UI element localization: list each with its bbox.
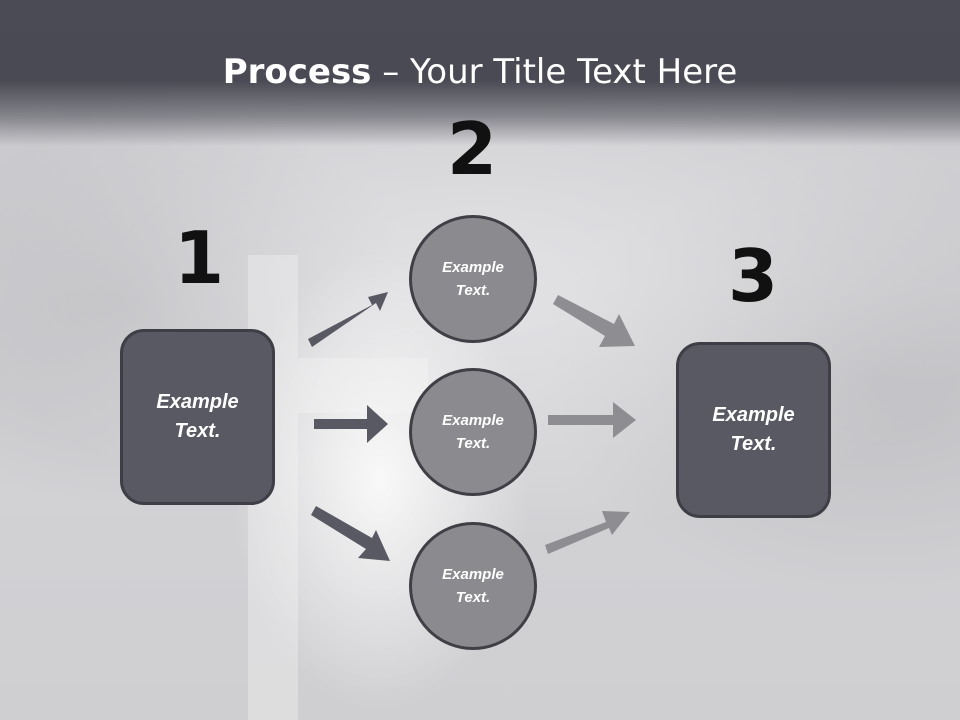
circle-bottom-label: Example Text. [442,566,504,606]
step-2-circle-bottom[interactable]: Example Text. [409,522,537,650]
title-rest: – Your Title Text Here [371,52,738,92]
step-3-box[interactable]: Example Text. [676,342,831,518]
title-bar [0,0,960,146]
arrow-middle-to-3 [548,402,636,438]
arrow-1-to-middle [314,405,388,443]
arrow-1-to-top [308,292,388,347]
step-1-box[interactable]: Example Text. [120,329,275,505]
step-number-1: 1 [173,216,225,300]
arrow-1-to-bottom [311,506,390,561]
circle-top-label: Example Text. [442,259,504,299]
step-3-label: Example Text. [712,404,795,455]
step-number-2: 2 [446,107,498,191]
step-2-circle-top[interactable]: Example Text. [409,215,537,343]
arrow-bottom-to-3 [545,511,630,554]
step-2-circle-middle[interactable]: Example Text. [409,368,537,496]
slide-title[interactable]: Process – Your Title Text Here [0,52,960,92]
step-1-label: Example Text. [156,391,239,442]
circle-middle-label: Example Text. [442,412,504,452]
arrow-top-to-3 [553,295,635,347]
cross-horizontal [298,358,428,413]
step-number-3: 3 [727,234,779,318]
title-bold: Process [222,52,372,92]
